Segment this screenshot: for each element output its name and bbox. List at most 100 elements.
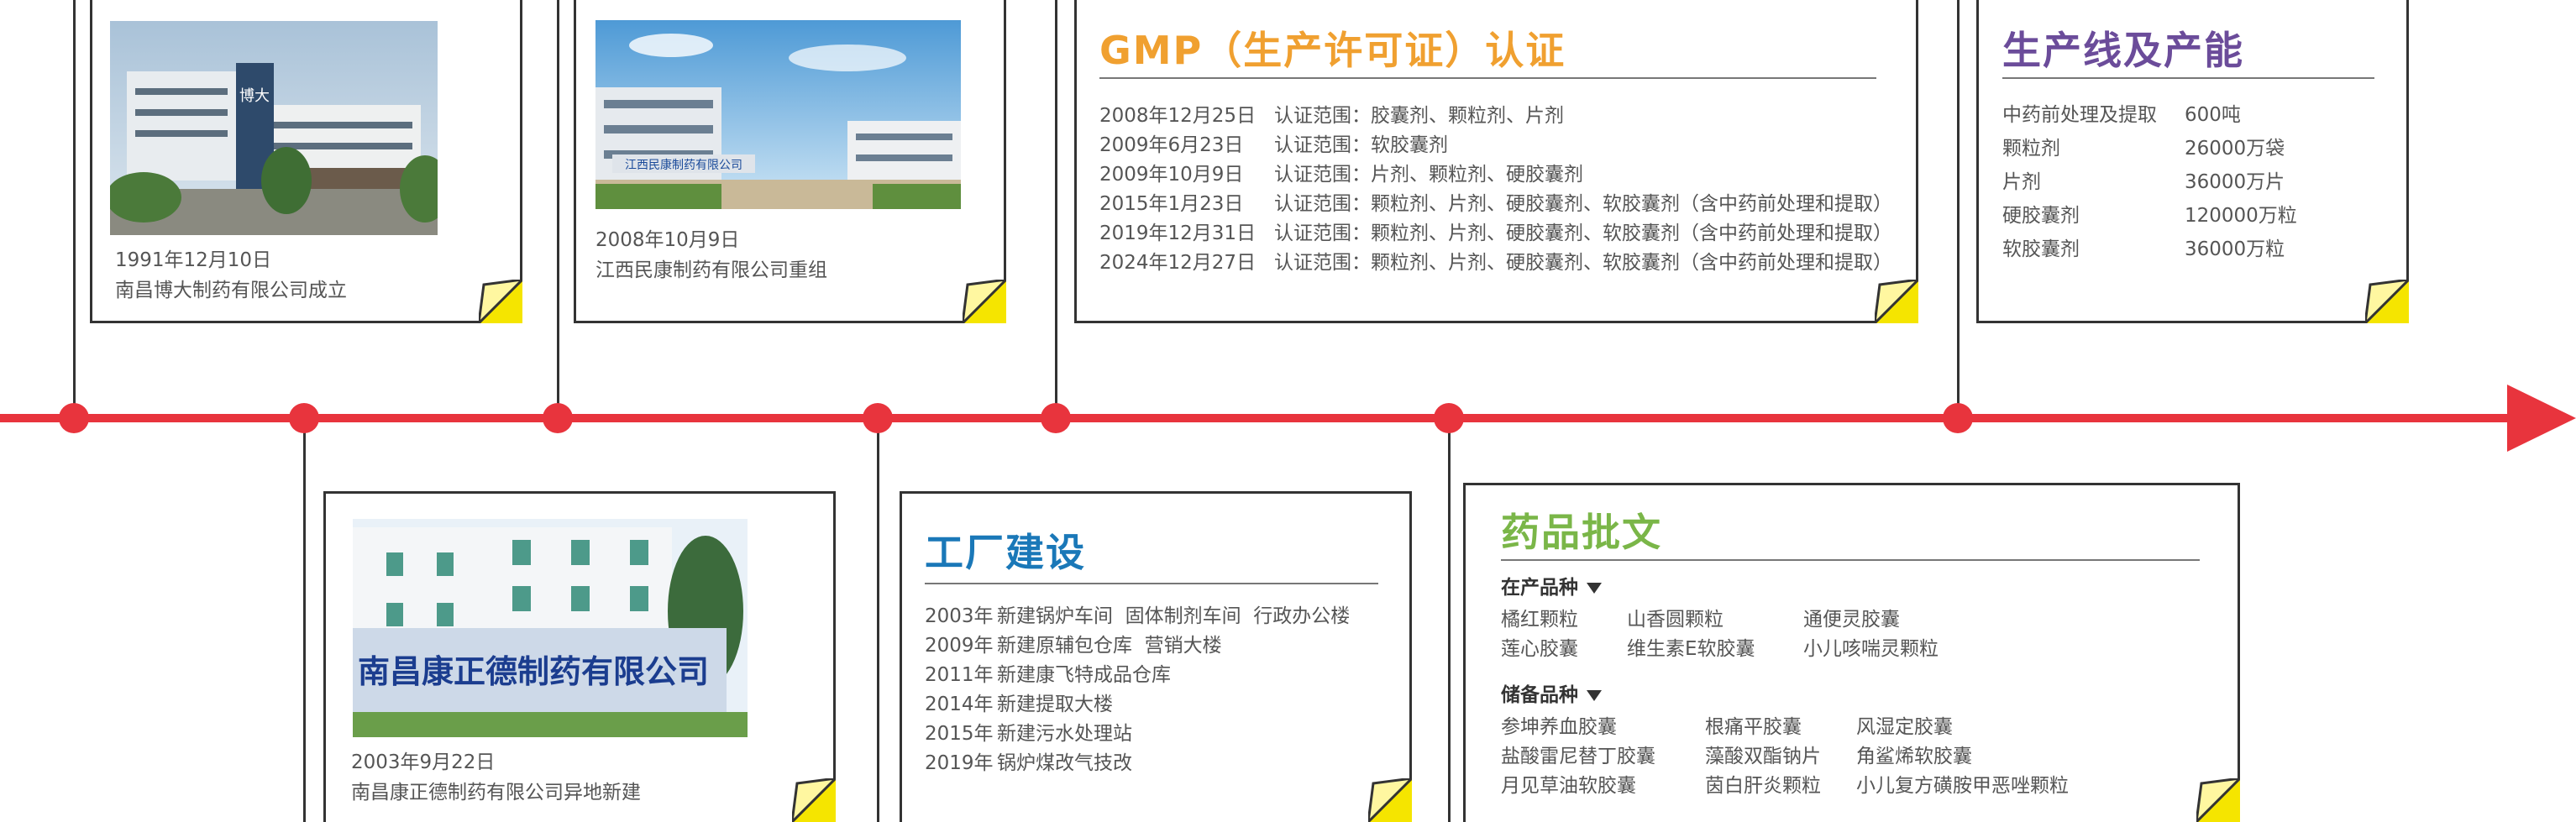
photo-2003-factory: 南昌康正德制药有限公司 [353, 519, 748, 737]
factory-row-year: 2011年 [925, 664, 994, 686]
timeline-dot [1943, 403, 1973, 433]
capacity-row-value: 120000万粒 [2185, 205, 2297, 227]
factory-row-year: 2003年 [925, 605, 994, 627]
milestone-event-1991: 南昌博大制药有限公司成立 [115, 280, 347, 301]
drug-approvals-card: 药品批文 在产品种 储备品种 橘红颗粒 山香圆颗粒 通便灵胶囊莲心胶囊 维生素E软胶囊… [1463, 483, 2240, 822]
reserve-item: 盐酸雷尼替丁胶囊 [1501, 746, 1655, 767]
page-fold-corner [479, 280, 522, 323]
timeline-dot [1434, 403, 1464, 433]
factory-row-text: 新建提取大楼 [997, 694, 1113, 715]
connector-line-2008 [557, 0, 559, 420]
timeline-dot [1041, 403, 1071, 433]
in-production-heading: 在产品种 [1501, 571, 1602, 599]
factory-title: 工厂建设 [925, 530, 1086, 575]
gmp-row-date: 2009年6月23日 [1099, 134, 1244, 156]
capacity-row-name: 软胶囊剂 [2002, 238, 2080, 260]
capacity-row-name: 颗粒剂 [2002, 138, 2060, 160]
milestone-card-2003: 南昌康正德制药有限公司 2003年9月22日 南昌康正德制药有限公司异地新建 [323, 491, 836, 822]
gmp-row-date: 2024年12月27日 [1099, 252, 1257, 274]
gmp-row-date: 2009年10月9日 [1099, 164, 1244, 186]
factory-row-year: 2009年 [925, 635, 994, 657]
gmp-row-scope: 认证范围：颗粒剂、片剂、硬胶囊剂、软胶囊剂（含中药前处理和提取） [1274, 223, 1892, 244]
capacity-title: 生产线及产能 [2002, 28, 2244, 73]
connector-line-factory [877, 420, 879, 822]
connector-line-approvals [1448, 420, 1451, 822]
photo-2003-sign-text: 南昌康正德制药有限公司 [358, 652, 709, 690]
milestone-event-2003: 南昌康正德制药有限公司异地新建 [351, 782, 641, 804]
factory-row-text: 新建康飞特成品仓库 [997, 664, 1171, 686]
factory-row-year: 2014年 [925, 694, 994, 715]
in-production-item: 山香圆颗粒 [1627, 609, 1723, 631]
reserve-item: 风湿定胶囊 [1856, 716, 1953, 738]
capacity-row-value: 26000万袋 [2185, 138, 2285, 160]
timeline-dot [59, 403, 89, 433]
timeline-axis [0, 414, 2520, 422]
factory-row-text: 新建污水处理站 [997, 723, 1132, 745]
gmp-title: GMP（生产许可证）认证 [1099, 28, 1566, 73]
capacity-row-name: 硬胶囊剂 [2002, 205, 2080, 227]
approvals-title: 药品批文 [1501, 510, 1662, 555]
reserve-item: 小儿复方磺胺甲恶唑颗粒 [1856, 775, 2069, 797]
photo-1991-factory: 博大 [110, 21, 438, 235]
capacity-row-name: 片剂 [2002, 171, 2041, 193]
connector-line-capacity [1957, 0, 1960, 420]
triangle-down-icon [1587, 583, 1602, 594]
gmp-row-scope: 认证范围：颗粒剂、片剂、硬胶囊剂、软胶囊剂（含中药前处理和提取） [1274, 252, 1892, 274]
page-fold-corner [1368, 778, 1412, 822]
reserve-item: 根痛平胶囊 [1705, 716, 1802, 738]
milestone-date-2003: 2003年9月22日 [351, 751, 496, 773]
milestone-event-2008: 江西民康制药有限公司重组 [595, 259, 827, 281]
capacity-row-value: 36000万片 [2185, 171, 2285, 193]
connector-line-2003 [303, 420, 306, 822]
page-fold-corner [963, 280, 1006, 323]
factory-title-rule [925, 583, 1378, 584]
triangle-down-icon [1587, 690, 1602, 701]
gmp-row-date: 2008年12月25日 [1099, 105, 1257, 127]
reserve-label: 储备品种 [1501, 684, 1578, 706]
reserve-item: 藻酸双酯钠片 [1705, 746, 1821, 767]
gmp-row-date: 2015年1月23日 [1099, 193, 1244, 215]
photo-2008-factory: 江西民康制药有限公司 [595, 20, 961, 209]
page-fold-corner [2196, 778, 2240, 822]
capacity-title-rule [2002, 77, 2374, 79]
reserve-item: 月见草油软胶囊 [1501, 775, 1636, 797]
in-production-item: 橘红颗粒 [1501, 609, 1578, 631]
in-production-label: 在产品种 [1501, 577, 1578, 599]
factory-row-year: 2019年 [925, 752, 994, 774]
gmp-row-date: 2019年12月31日 [1099, 223, 1257, 244]
factory-row-text: 新建原辅包仓库 营销大楼 [997, 635, 1222, 657]
capacity-row-value: 36000万粒 [2185, 238, 2285, 260]
gmp-title-rule [1099, 77, 1876, 79]
timeline-dot [289, 403, 319, 433]
milestone-date-1991: 1991年12月10日 [115, 249, 272, 271]
photo-1991-gate-text: 博大 [239, 87, 270, 105]
in-production-item: 小儿咳喘灵颗粒 [1803, 638, 1939, 660]
factory-row-text: 新建锅炉车间 固体制剂车间 行政办公楼 [997, 605, 1351, 627]
page-fold-corner [2365, 280, 2409, 323]
gmp-row-scope: 认证范围：软胶囊剂 [1274, 134, 1448, 156]
in-production-item: 维生素E软胶囊 [1627, 638, 1755, 660]
capacity-card: 生产线及产能 中药前处理及提取 600吨颗粒剂 26000万袋片剂 36000万片硬胶… [1976, 0, 2409, 323]
capacity-row-value: 600吨 [2185, 104, 2241, 126]
milestone-card-2008: 江西民康制药有限公司 2008年10月9日 江西民康制药有限公司重组 [574, 0, 1006, 323]
factory-row-year: 2015年 [925, 723, 994, 745]
approvals-title-rule [1501, 559, 2200, 561]
photo-2008-sign-text: 江西民康制药有限公司 [625, 158, 742, 172]
reserve-item: 参坤养血胶囊 [1501, 716, 1617, 738]
connector-line-1991 [73, 0, 76, 420]
reserve-item: 茵白肝炎颗粒 [1705, 775, 1821, 797]
page-fold-corner [1875, 280, 1918, 323]
timeline-arrowhead [2507, 385, 2576, 452]
timeline-dot [863, 403, 893, 433]
gmp-row-scope: 认证范围：颗粒剂、片剂、硬胶囊剂、软胶囊剂（含中药前处理和提取） [1274, 193, 1892, 215]
capacity-row-name: 中药前处理及提取 [2002, 104, 2157, 126]
factory-row-text: 锅炉煤改气技改 [997, 752, 1132, 774]
milestone-date-2008: 2008年10月9日 [595, 229, 740, 251]
timeline-dot [543, 403, 573, 433]
in-production-item: 通便灵胶囊 [1803, 609, 1900, 631]
page-fold-corner [792, 778, 836, 822]
reserve-item: 角鲨烯软胶囊 [1856, 746, 1972, 767]
in-production-item: 莲心胶囊 [1501, 638, 1578, 660]
